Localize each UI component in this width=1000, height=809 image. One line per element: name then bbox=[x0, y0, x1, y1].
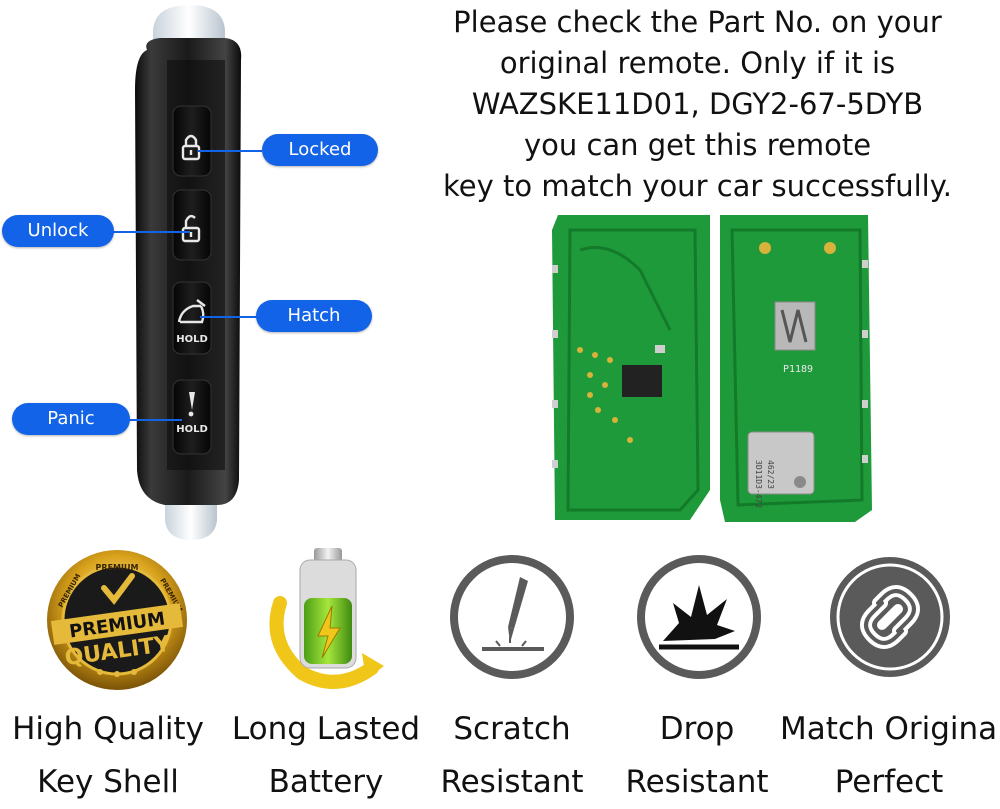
drop-resistant-icon bbox=[637, 555, 761, 679]
notice-line-3: WAZSKE11D01, DGY2-67-5DYB bbox=[471, 87, 924, 121]
panic-callout-line bbox=[118, 419, 182, 421]
locked-callout-line bbox=[198, 150, 262, 152]
part-number-notice: Please check the Part No. on your origin… bbox=[430, 2, 965, 207]
notice-line-4: you can get this remote bbox=[523, 128, 872, 162]
unlock-callout: Unlock bbox=[2, 215, 114, 247]
feature-label-line2: Resistant bbox=[625, 764, 769, 800]
link-chain-icon bbox=[830, 557, 950, 677]
feature-label-line1: Scratch bbox=[453, 711, 571, 747]
hatch-hold-text: HOLD bbox=[176, 334, 208, 345]
premium-quality-icon: PREMIUM PREMIUM PREMIUM PREMIUM QUALITY bbox=[47, 550, 187, 690]
module-label-1: 3D11D3-472 bbox=[754, 460, 763, 508]
notice-line-1: Please check the Part No. on your bbox=[453, 5, 942, 39]
hatch-callout: Hatch bbox=[256, 300, 372, 332]
battery-icon bbox=[269, 548, 384, 689]
scratch-resistant-icon bbox=[450, 555, 574, 679]
feature-label-line1: Drop bbox=[659, 711, 735, 747]
notice-line-2: original remote. Only if it is bbox=[499, 46, 896, 80]
feature-label-line2: Perfect bbox=[834, 764, 944, 800]
locked-callout: Locked bbox=[262, 134, 378, 166]
feature-label-line1: High Quality bbox=[12, 711, 204, 747]
feature-match-label: Match Original Perfect bbox=[780, 703, 1000, 809]
lock-icon bbox=[181, 134, 201, 161]
hatch-icon bbox=[177, 299, 206, 324]
panic-icon bbox=[188, 392, 195, 417]
hatch-callout-line bbox=[200, 316, 260, 318]
chip-label: P1189 bbox=[783, 364, 813, 375]
feature-label-line1: Long Lasted bbox=[231, 711, 421, 747]
feature-battery-label: Long Lasted Battery bbox=[228, 703, 424, 809]
remote-key-fob: HOLD HOLD bbox=[135, 5, 242, 540]
feature-label-line2: Battery bbox=[268, 764, 384, 800]
premium-top-text: PREMIUM bbox=[96, 563, 139, 572]
circuit-boards-image: P1189 3D11D3-472 462/23 bbox=[552, 215, 872, 522]
module-label-2: 462/23 bbox=[766, 460, 775, 489]
notice-line-5: key to match your car successfully. bbox=[443, 169, 952, 203]
feature-scratch-label: Scratch Resistant bbox=[432, 703, 592, 809]
feature-label-line1: Match Original bbox=[780, 711, 1000, 747]
unlock-callout-line bbox=[100, 231, 190, 233]
feature-drop-label: Drop Resistant bbox=[612, 703, 782, 809]
feature-high-quality-label: High Quality Key Shell bbox=[8, 703, 208, 809]
panic-callout: Panic bbox=[12, 403, 130, 435]
feature-label-line2: Key Shell bbox=[37, 764, 179, 800]
unlock-icon bbox=[181, 214, 201, 243]
feature-label-line2: Resistant bbox=[440, 764, 584, 800]
panic-hold-text: HOLD bbox=[176, 424, 208, 435]
